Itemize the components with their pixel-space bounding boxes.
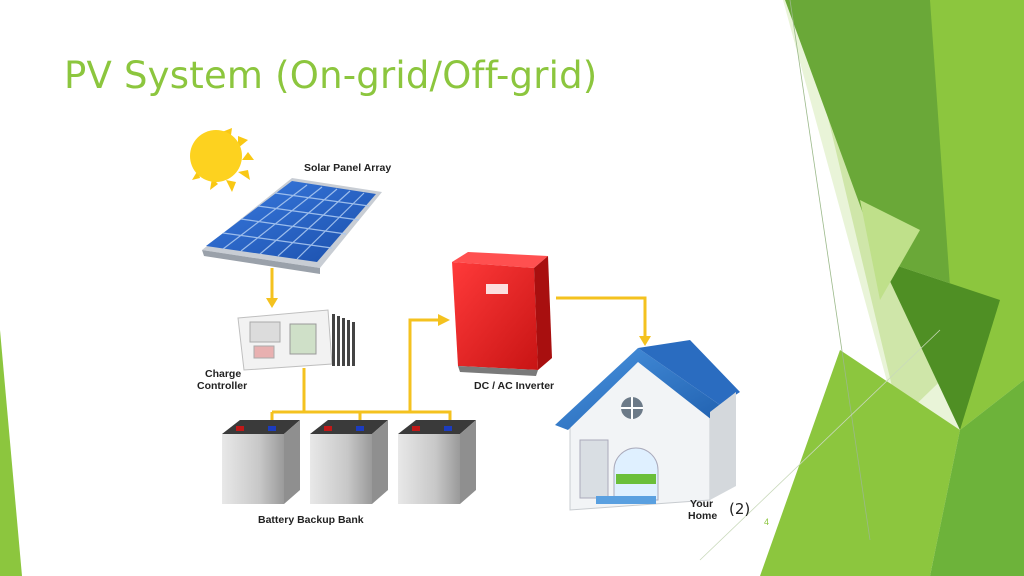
slide-number: 4 bbox=[764, 517, 770, 527]
inverter-label: DC / AC Inverter bbox=[474, 380, 555, 392]
charge-controller-icon bbox=[237, 309, 355, 371]
solar-panel-array-icon bbox=[202, 178, 382, 274]
charge-controller-label-line1: Charge bbox=[205, 368, 242, 380]
battery-bank-icon bbox=[222, 420, 476, 504]
home-label-line2: Home bbox=[688, 510, 718, 522]
sun-icon bbox=[190, 128, 254, 192]
charge-controller-label-line2: Controller bbox=[197, 380, 248, 392]
solar-panel-label: Solar Panel Array bbox=[304, 162, 392, 174]
decor-facet-left bbox=[0, 330, 22, 576]
slide-title: PV System (On-grid/Off-grid) bbox=[64, 54, 598, 97]
battery-bank-label: Battery Backup Bank bbox=[258, 514, 364, 526]
home-icon bbox=[555, 340, 740, 511]
decor-facets-right bbox=[699, 0, 1024, 576]
reference-citation: (2) bbox=[729, 500, 751, 518]
arrow-heads bbox=[266, 298, 651, 346]
inverter-icon bbox=[452, 252, 552, 376]
home-label-line1: Your bbox=[690, 498, 714, 510]
